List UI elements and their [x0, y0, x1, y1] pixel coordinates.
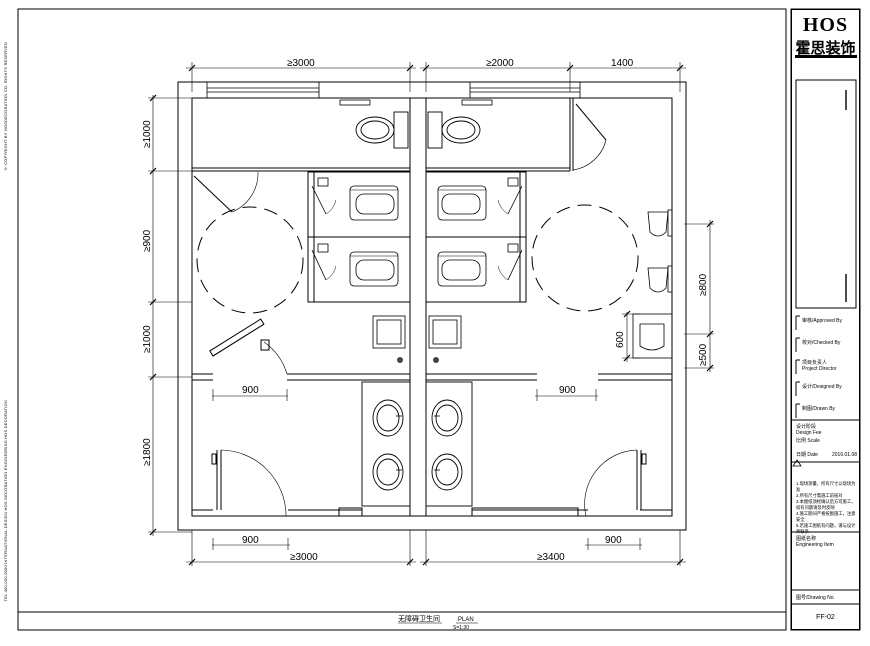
- dim-bottom-right: ≥3400: [537, 552, 565, 563]
- drawing-name-label: Engineering Item: [796, 542, 834, 548]
- drawing-title-en: PLAN: [458, 617, 474, 623]
- dim-bottom-left: ≥3000: [290, 552, 318, 563]
- dim-left-3: ≥1000: [142, 325, 153, 353]
- dim-left-2: ≥900: [142, 229, 153, 252]
- dim-door-left-bottom: 900: [242, 535, 259, 546]
- dim-left-4: ≥1800: [142, 438, 153, 466]
- dim-right-2: 600: [615, 331, 626, 348]
- notes-list: 1.现场测量，所有尺寸以现场为准 2.所有尺寸需施工前核对 3.本图纸须经确认后…: [796, 481, 856, 535]
- project-director-label: Project Director: [802, 366, 837, 372]
- dim-door-right-bottom: 900: [605, 535, 622, 546]
- design-stage-cn: 设计阶段: [796, 424, 817, 430]
- dim-top-mid: ≥2000: [486, 58, 514, 69]
- dim-top-left: ≥3000: [287, 58, 315, 69]
- company-logo-cn: 霍思装饰: [795, 40, 856, 57]
- plan-drawing: [148, 62, 714, 566]
- side-strip-middle: HOS DECORATION: [3, 400, 8, 439]
- dim-door-left-top: 900: [242, 385, 259, 396]
- note-item: 4.施工期间严格按图施工，注意安全: [796, 511, 856, 522]
- drawing-no-label: 图号/Drawing No.: [796, 595, 835, 601]
- drawing-name-cn: 图纸名称: [796, 536, 817, 542]
- sheet-border: [17, 8, 787, 631]
- note-item: 2.所有尺寸需施工前核对: [796, 493, 843, 498]
- side-strip-top: © COPYRIGHT BY HOSDECORATION CO. RIGHTS …: [3, 42, 8, 172]
- note-item: 5.若施工图纸有问题，请与设计师联系: [796, 523, 856, 534]
- designed-label: 设计/Designed By: [802, 384, 842, 390]
- note-item: 1.现场测量，所有尺寸以现场为准: [796, 481, 856, 492]
- side-strip-bottom: TEL 400-000-0000 INTERNATIONAL DESIGN HO…: [3, 440, 8, 602]
- side-copyright-strip: © COPYRIGHT BY HOSDECORATION CO. RIGHTS …: [3, 40, 17, 630]
- drawing-number: FF-02: [816, 614, 835, 621]
- drawing-scale: S=1:30: [453, 625, 469, 631]
- dim-top-right: 1400: [611, 58, 634, 69]
- logo-underline: [795, 55, 857, 58]
- project-director-cn: 项目负责人: [802, 360, 828, 366]
- date-label: 日期 Date: [796, 452, 818, 458]
- approved-label: 审核/Approved By: [802, 318, 843, 324]
- date-value: 2016.01.08: [832, 452, 858, 458]
- design-stage-label: Design Fee: [796, 430, 822, 436]
- dim-right-3: ≥500: [698, 343, 709, 366]
- scale-label: 比例 Scale: [796, 438, 820, 444]
- dim-right-1: ≥800: [698, 273, 709, 296]
- dim-left-1: ≥1000: [142, 120, 153, 148]
- checked-label: 校对/Checked By: [802, 340, 841, 346]
- dim-door-right-top: 900: [559, 385, 576, 396]
- company-logo: HOS: [802, 14, 849, 36]
- drawn-label: 制图/Drawn By: [802, 406, 836, 412]
- note-item: 3.本图纸须经确认后方可施工，如有问题请及时反映: [796, 499, 856, 510]
- drawing-title-cn: 无障碍卫生间: [398, 614, 440, 623]
- title-block: HOS 霍思装饰 审核/Approved By 校对/Checked By 项目…: [791, 9, 860, 630]
